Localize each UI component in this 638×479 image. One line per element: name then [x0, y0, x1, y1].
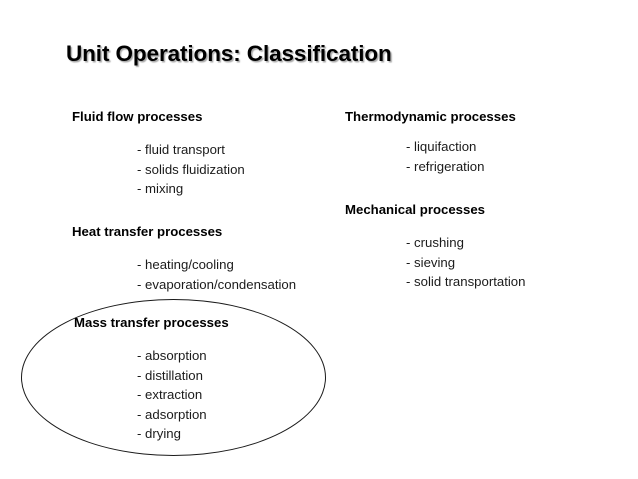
list-item: - heating/cooling — [137, 257, 234, 272]
list-item: - absorption — [137, 348, 207, 363]
group-mechanical-processes: Mechanical processes - crushing - sievin… — [345, 201, 525, 292]
group-heading-heat-transfer-processes: Heat transfer processes — [72, 224, 223, 239]
list-item: - sieving — [406, 254, 456, 270]
list-item: - solid transportation — [406, 274, 526, 290]
list-item: - refrigeration — [406, 158, 485, 174]
group-fluid-flow-processes: Fluid flow processes - fluid transport -… — [72, 108, 245, 199]
group-heat-transfer-processes: Heat transfer processes - heating/coolin… — [72, 223, 296, 294]
list-item: - crushing — [406, 235, 464, 250]
list-item: - extraction — [137, 387, 203, 403]
list-item: - solids fluidization — [137, 161, 245, 177]
item-list-thermodynamic-processes: - liquifaction - refrigeration — [406, 137, 516, 176]
list-item: - adsorption — [137, 406, 207, 422]
list-item: - liquifaction — [406, 139, 477, 154]
list-item: - fluid transport — [137, 142, 225, 157]
list-item: - drying — [137, 426, 181, 442]
item-list-fluid-flow-processes: - fluid transport - solids fluidization … — [137, 140, 245, 199]
list-item: - evaporation/condensation — [137, 276, 297, 292]
item-list-mechanical-processes: - crushing - sieving - solid transportat… — [406, 233, 525, 292]
group-thermodynamic-processes: Thermodynamic processes - liquifaction -… — [345, 108, 516, 176]
list-item: - distillation — [137, 367, 203, 383]
group-heading-mechanical-processes: Mechanical processes — [345, 202, 486, 217]
page-title: Unit Operations: Classification — [66, 41, 392, 66]
group-heading-fluid-flow-processes: Fluid flow processes — [72, 109, 203, 124]
item-list-heat-transfer-processes: - heating/cooling - evaporation/condensa… — [137, 255, 296, 294]
list-item: - mixing — [137, 181, 184, 197]
group-mass-transfer-processes: Mass transfer processes - absorption - d… — [74, 314, 229, 444]
item-list-mass-transfer-processes: - absorption - distillation - extraction… — [137, 346, 229, 444]
group-heading-thermodynamic-processes: Thermodynamic processes — [345, 109, 516, 124]
group-heading-mass-transfer-processes: Mass transfer processes — [74, 315, 229, 330]
